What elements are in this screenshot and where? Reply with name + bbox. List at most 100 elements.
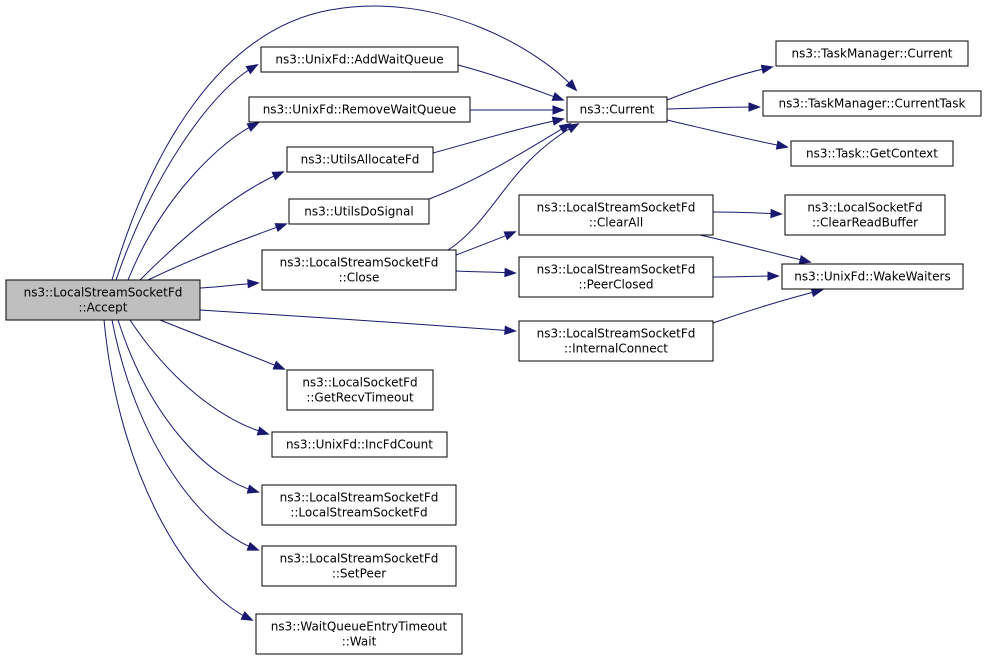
edge-line xyxy=(712,289,823,324)
arrowhead-icon xyxy=(504,325,517,335)
node-box xyxy=(286,146,434,173)
arrowhead-icon xyxy=(504,267,517,278)
arrowhead-icon xyxy=(274,223,288,233)
arrowhead-icon xyxy=(775,140,789,150)
nodes-layer: ns3::LocalStreamSocketFd::Acceptns3::Uni… xyxy=(5,40,982,655)
edge-addWaitQueue-to-current xyxy=(457,64,565,101)
edge-removeWaitQueue-to-current xyxy=(470,105,565,115)
node-accept[interactable]: ns3::LocalStreamSocketFd::Accept xyxy=(5,279,201,321)
edge-accept-to-removeWaitQueue xyxy=(127,122,260,281)
node-utilsAllocateFd[interactable]: ns3::UtilsAllocateFd xyxy=(286,146,434,173)
node-box xyxy=(271,431,448,458)
node-addWaitQueue[interactable]: ns3::UnixFd::AddWaitQueue xyxy=(260,46,459,73)
node-wakeWaiters[interactable]: ns3::UnixFd::WakeWaiters xyxy=(781,263,964,290)
node-label: ns3::UnixFd::RemoveWaitQueue xyxy=(263,103,457,117)
node-clearReadBuffer[interactable]: ns3::LocalSocketFd::ClearReadBuffer xyxy=(784,194,946,236)
node-clearAll[interactable]: ns3::LocalStreamSocketFd::ClearAll xyxy=(518,194,714,236)
node-incFdCount[interactable]: ns3::UnixFd::IncFdCount xyxy=(271,431,448,458)
arrowhead-icon xyxy=(503,231,517,241)
edge-peerClosed-to-wakeWaiters xyxy=(712,271,780,281)
edge-current-to-taskGetContext xyxy=(666,119,789,150)
node-label: ::ClearReadBuffer xyxy=(812,216,918,230)
node-label: ns3::UtilsAllocateFd xyxy=(301,153,420,167)
edge-accept-to-utilsAllocateFd xyxy=(139,171,285,281)
arrowhead-icon xyxy=(272,360,286,370)
arrowhead-icon xyxy=(271,171,285,181)
edge-clearAll-to-clearReadBuffer xyxy=(712,208,783,219)
edge-line xyxy=(103,319,253,621)
arrowhead-icon xyxy=(240,611,254,621)
node-label: ns3::LocalStreamSocketFd xyxy=(280,491,439,505)
edge-current-to-tmCurrentTask xyxy=(666,102,761,112)
edge-accept-to-getRecvTimeout xyxy=(159,319,286,370)
edge-line xyxy=(147,223,287,281)
node-box xyxy=(775,40,969,67)
edge-internalConnect-to-wakeWaiters xyxy=(712,288,824,324)
edge-accept-to-wait xyxy=(103,319,254,621)
edge-accept-to-incFdCount xyxy=(129,319,270,436)
edge-line xyxy=(199,309,516,332)
edge-close-to-clearAll xyxy=(455,231,517,256)
node-label: ns3::Current xyxy=(580,103,655,117)
node-label: ::GetRecvTimeout xyxy=(306,391,414,405)
node-box xyxy=(784,194,946,236)
node-label: ::Accept xyxy=(79,301,128,315)
edge-accept-to-current xyxy=(111,5,578,281)
node-label: ns3::LocalSocketFd xyxy=(807,201,922,215)
arrowhead-icon xyxy=(810,288,824,298)
arrowhead-icon xyxy=(256,426,270,436)
node-label: ::ClearAll xyxy=(589,216,643,230)
edge-line xyxy=(457,64,564,101)
arrowhead-icon xyxy=(247,278,260,289)
arrowhead-icon xyxy=(246,484,260,494)
node-ctor[interactable]: ns3::LocalStreamSocketFd::LocalStreamSoc… xyxy=(261,484,457,526)
edge-line xyxy=(127,122,259,281)
edge-accept-to-internalConnect xyxy=(199,309,517,335)
node-wait[interactable]: ns3::WaitQueueEntryTimeout::Wait xyxy=(255,613,463,655)
edge-line xyxy=(447,123,579,251)
node-box xyxy=(288,198,430,225)
node-label: ns3::LocalStreamSocketFd xyxy=(280,256,439,270)
node-label: ::SetPeer xyxy=(332,567,386,581)
arrowhead-icon xyxy=(767,271,780,281)
node-removeWaitQueue[interactable]: ns3::UnixFd::RemoveWaitQueue xyxy=(248,96,471,123)
node-getRecvTimeout[interactable]: ns3::LocalSocketFd::GetRecvTimeout xyxy=(286,369,434,411)
node-tmCurrent[interactable]: ns3::TaskManager::Current xyxy=(775,40,969,67)
node-box xyxy=(261,545,457,587)
node-close[interactable]: ns3::LocalStreamSocketFd::Close xyxy=(261,249,457,291)
edge-line xyxy=(666,106,760,110)
node-box xyxy=(5,279,201,321)
node-taskGetContext[interactable]: ns3::Task::GetContext xyxy=(790,140,954,167)
arrowhead-icon xyxy=(551,116,565,126)
node-label: ns3::LocalStreamSocketFd xyxy=(537,201,696,215)
edge-accept-to-addWaitQueue xyxy=(115,64,259,281)
node-tmCurrentTask[interactable]: ns3::TaskManager::CurrentTask xyxy=(762,90,982,117)
arrowhead-icon xyxy=(552,105,565,115)
arrowhead-icon xyxy=(245,64,259,75)
node-label: ::InternalConnect xyxy=(564,342,668,356)
edge-line xyxy=(666,119,788,148)
edge-close-to-current xyxy=(447,123,580,251)
node-box xyxy=(261,249,457,291)
node-current[interactable]: ns3::Current xyxy=(566,96,668,123)
edge-accept-to-close xyxy=(199,278,260,289)
node-internalConnect[interactable]: ns3::LocalStreamSocketFd::InternalConnec… xyxy=(518,320,714,362)
edge-line xyxy=(699,234,811,263)
node-box xyxy=(255,613,463,655)
edge-line xyxy=(666,66,773,101)
edge-line xyxy=(139,171,284,281)
node-box xyxy=(518,194,714,236)
edge-line xyxy=(129,319,269,435)
node-peerClosed[interactable]: ns3::LocalStreamSocketFd::PeerClosed xyxy=(518,256,714,298)
node-utilsDoSignal[interactable]: ns3::UtilsDoSignal xyxy=(288,198,430,225)
arrowhead-icon xyxy=(246,122,260,132)
node-label: ns3::UtilsDoSignal xyxy=(304,205,413,219)
edge-accept-to-utilsDoSignal xyxy=(147,223,288,281)
arrowhead-icon xyxy=(798,254,812,265)
edge-line xyxy=(111,5,577,281)
node-setPeer[interactable]: ns3::LocalStreamSocketFd::SetPeer xyxy=(261,545,457,587)
node-box xyxy=(286,369,434,411)
node-label: ::Wait xyxy=(342,635,377,649)
edge-current-to-tmCurrent xyxy=(666,64,774,101)
